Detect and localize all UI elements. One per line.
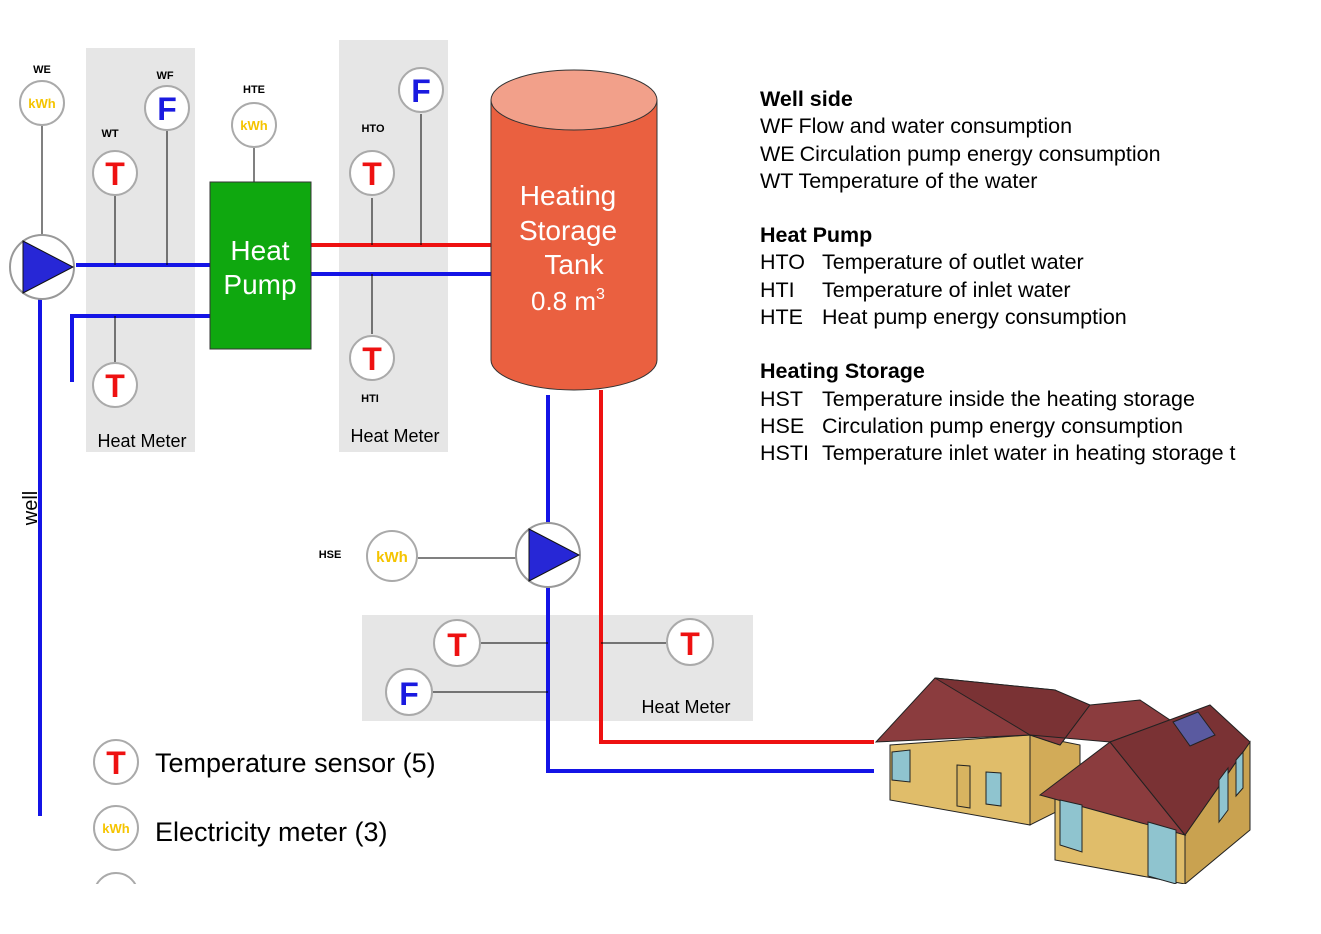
legend-code: WT	[760, 168, 794, 193]
tank-label-line2: Storage	[519, 215, 617, 246]
svg-text:T: T	[106, 745, 126, 781]
legend-code: WE	[760, 141, 795, 166]
legend-desc: Circulation pump energy consumption	[822, 413, 1183, 438]
wf-flow-icon: F	[144, 85, 190, 131]
sensor-leader-lines	[41, 114, 666, 693]
legend-group-heat-pump: Heat Pump HTO Temperature of outlet water…	[760, 222, 1272, 331]
svg-text:F: F	[157, 91, 177, 127]
circulation-pump-icon	[515, 522, 581, 588]
tank-label-line3: Tank	[544, 249, 604, 280]
legend-desc: Temperature of inlet water	[822, 277, 1071, 302]
legend-code: HTE	[760, 305, 803, 330]
wf-tag: WF	[156, 70, 173, 82]
legend-desc: Circulation pump energy consumption	[799, 141, 1161, 166]
hot-pipe-to-house	[599, 390, 874, 744]
svg-text:F: F	[399, 676, 419, 712]
cold-pipe-from-house	[546, 395, 874, 773]
hto-temperature-icon: T	[349, 150, 395, 196]
house-flow-icon: F	[385, 668, 433, 716]
legend-code: HTO	[760, 250, 805, 275]
heat-pump	[209, 181, 312, 350]
legend-row: HTE Heat pump energy consumption	[760, 304, 1272, 331]
legend-heading: Heating Storage	[760, 359, 925, 384]
legend-heading: Well side	[760, 87, 853, 111]
svg-text:T: T	[680, 626, 700, 662]
svg-text:kWh: kWh	[28, 96, 56, 111]
hti-tag: HTI	[361, 393, 379, 405]
hto-tag: HTO	[361, 123, 384, 135]
heat-pump-label-line1: Heat	[230, 235, 289, 266]
legend-row: HSTI Temperature inlet water in heating s…	[760, 440, 1272, 467]
hti-temperature-icon: T	[349, 335, 395, 381]
legend-code: HST	[760, 386, 803, 411]
svg-text:T: T	[447, 627, 467, 663]
house-supply-temperature-icon: T	[433, 619, 481, 667]
well-pump-icon	[9, 234, 75, 300]
key-temperature-label: Temperature sensor (5)	[155, 748, 436, 778]
svg-text:T: T	[362, 156, 382, 192]
heating-storage-tank	[490, 69, 658, 391]
heat-pump-flow-icon: F	[398, 67, 444, 113]
legend-desc: Temperature of outlet water	[822, 250, 1084, 275]
legend-desc: Flow and water consumption	[798, 114, 1073, 139]
legend-code: WF	[760, 114, 794, 139]
heat-meter-label-house: Heat Meter	[641, 697, 730, 717]
wt-tag: WT	[101, 128, 118, 140]
heat-meter-label-well: Heat Meter	[97, 431, 186, 451]
we-kwh-icon: kWh	[19, 80, 65, 126]
legend-group-heating-storage: Heating Storage HST Temperature inside th…	[760, 358, 1272, 467]
hse-tag: HSE	[319, 549, 342, 561]
legend-desc: Temperature of the water	[798, 168, 1038, 193]
hte-tag: HTE	[243, 84, 265, 96]
legend-desc: Heat pump energy consumption	[822, 305, 1127, 330]
svg-text:T: T	[362, 341, 382, 377]
legend-code: HSE	[760, 413, 805, 438]
legend-code: HTI	[760, 277, 795, 302]
well-return-pipe	[70, 314, 210, 382]
well-return-temperature-icon: T	[92, 362, 138, 408]
heat-meter-label-heat-pump: Heat Meter	[350, 426, 439, 446]
bottom-crop	[0, 884, 1321, 934]
tank-volume: 0.8 m3	[531, 286, 605, 316]
legend-row: HST Temperature inside the heating storag…	[760, 386, 1272, 413]
legend-row: HSE Circulation pump energy consumption	[760, 413, 1272, 440]
svg-text:T: T	[105, 368, 125, 404]
svg-text:T: T	[105, 156, 125, 192]
house-illustration	[874, 677, 1251, 886]
wt-temperature-icon: T	[92, 150, 138, 196]
key-electricity-icon: kWh	[93, 805, 139, 851]
legend-row: HTI Temperature of inlet water	[760, 277, 1272, 304]
legend-code: HSTI	[760, 441, 809, 466]
house-return-temperature-icon: T	[666, 618, 714, 666]
legend-heading: Heat Pump	[760, 223, 873, 248]
hte-kwh-icon: kWh	[231, 102, 277, 148]
key-temperature-icon: T	[93, 739, 139, 785]
well-label: well	[20, 491, 42, 526]
legend-row: HTO Temperature of outlet water	[760, 249, 1272, 276]
we-tag: WE	[33, 64, 51, 76]
hse-kwh-icon: kWh	[366, 530, 418, 582]
legend-desc: Temperature inlet water in heating stora…	[822, 441, 1236, 466]
legend-desc: Temperature inside the heating storage	[822, 386, 1195, 411]
svg-text:F: F	[411, 73, 431, 109]
heat-pump-label-line2: Pump	[223, 269, 296, 300]
svg-text:kWh: kWh	[102, 821, 130, 836]
tank-label-line1: Heating	[520, 180, 617, 211]
key-electricity-label: Electricity meter (3)	[155, 817, 388, 847]
svg-text:kWh: kWh	[376, 549, 408, 566]
svg-text:kWh: kWh	[240, 118, 268, 133]
